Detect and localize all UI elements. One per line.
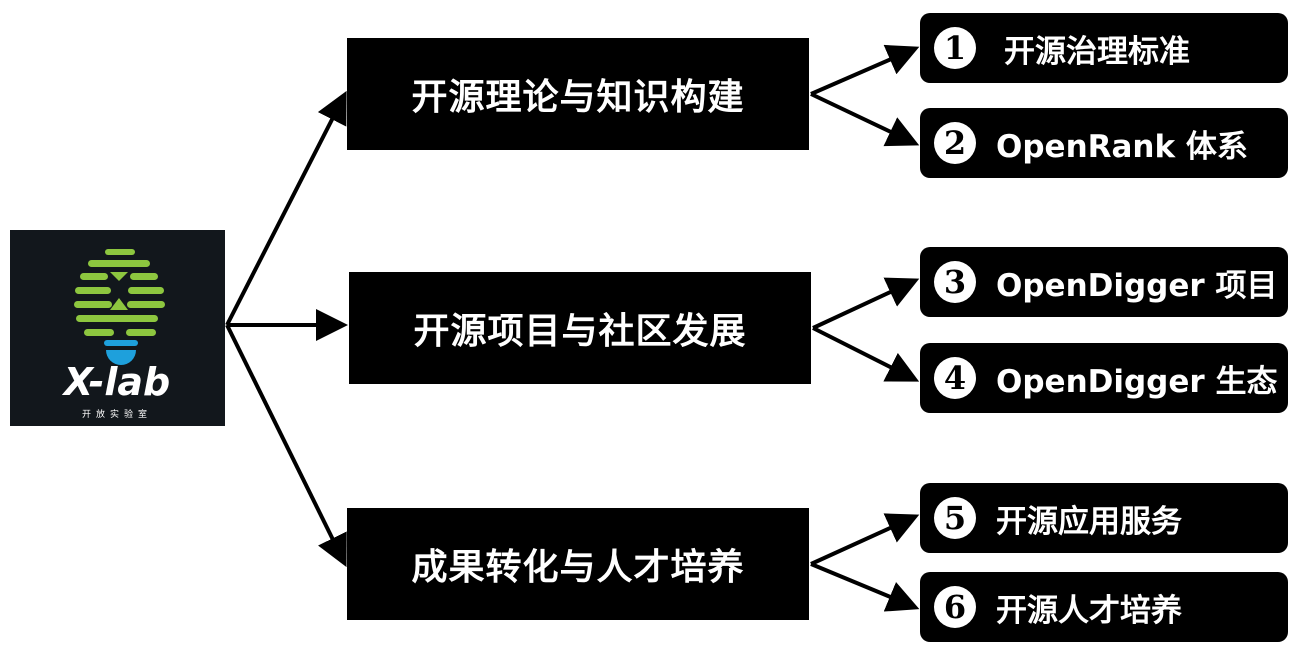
item-label: 开源应用服务 bbox=[996, 503, 1182, 540]
category-label: 开源理论与知识构建 bbox=[411, 77, 745, 118]
category-label: 成果转化与人才培养 bbox=[411, 547, 745, 588]
number-badge: 4 bbox=[934, 357, 976, 399]
item-opendigger-ecosystem: 4 OpenDigger 生态 bbox=[920, 343, 1288, 413]
category-projects-community: 开源项目与社区发展 bbox=[349, 272, 811, 384]
xlab-logo: X-lab 开放实验室 bbox=[10, 230, 225, 426]
number-badge: 1 bbox=[934, 27, 976, 69]
item-application-services: 5 开源应用服务 bbox=[920, 483, 1288, 553]
category-theory-knowledge: 开源理论与知识构建 bbox=[347, 38, 809, 150]
item-label: 开源人才培养 bbox=[996, 592, 1182, 629]
item-label: 开源治理标准 bbox=[1004, 33, 1190, 70]
category-label: 开源项目与社区发展 bbox=[413, 311, 747, 352]
item-talent-cultivation: 6 开源人才培养 bbox=[920, 572, 1288, 642]
logo-subtitle: 开放实验室 bbox=[82, 408, 152, 420]
item-label: OpenDigger 项目 bbox=[996, 267, 1278, 304]
logo-wordmark: X-lab bbox=[62, 360, 170, 404]
number-badge: 6 bbox=[934, 586, 976, 628]
number-badge: 5 bbox=[934, 497, 976, 539]
number-badge: 3 bbox=[934, 261, 976, 303]
item-opendigger-project: 3 OpenDigger 项目 bbox=[920, 247, 1288, 317]
category-results-talent: 成果转化与人才培养 bbox=[347, 508, 809, 620]
item-governance-standard: 1 开源治理标准 bbox=[920, 13, 1288, 83]
lightbulb-x-icon: X-lab 开放实验室 bbox=[62, 249, 170, 420]
item-label: OpenRank 体系 bbox=[996, 128, 1248, 165]
item-label: OpenDigger 生态 bbox=[996, 363, 1278, 400]
number-badge: 2 bbox=[934, 122, 976, 164]
item-openrank: 2 OpenRank 体系 bbox=[920, 108, 1288, 178]
